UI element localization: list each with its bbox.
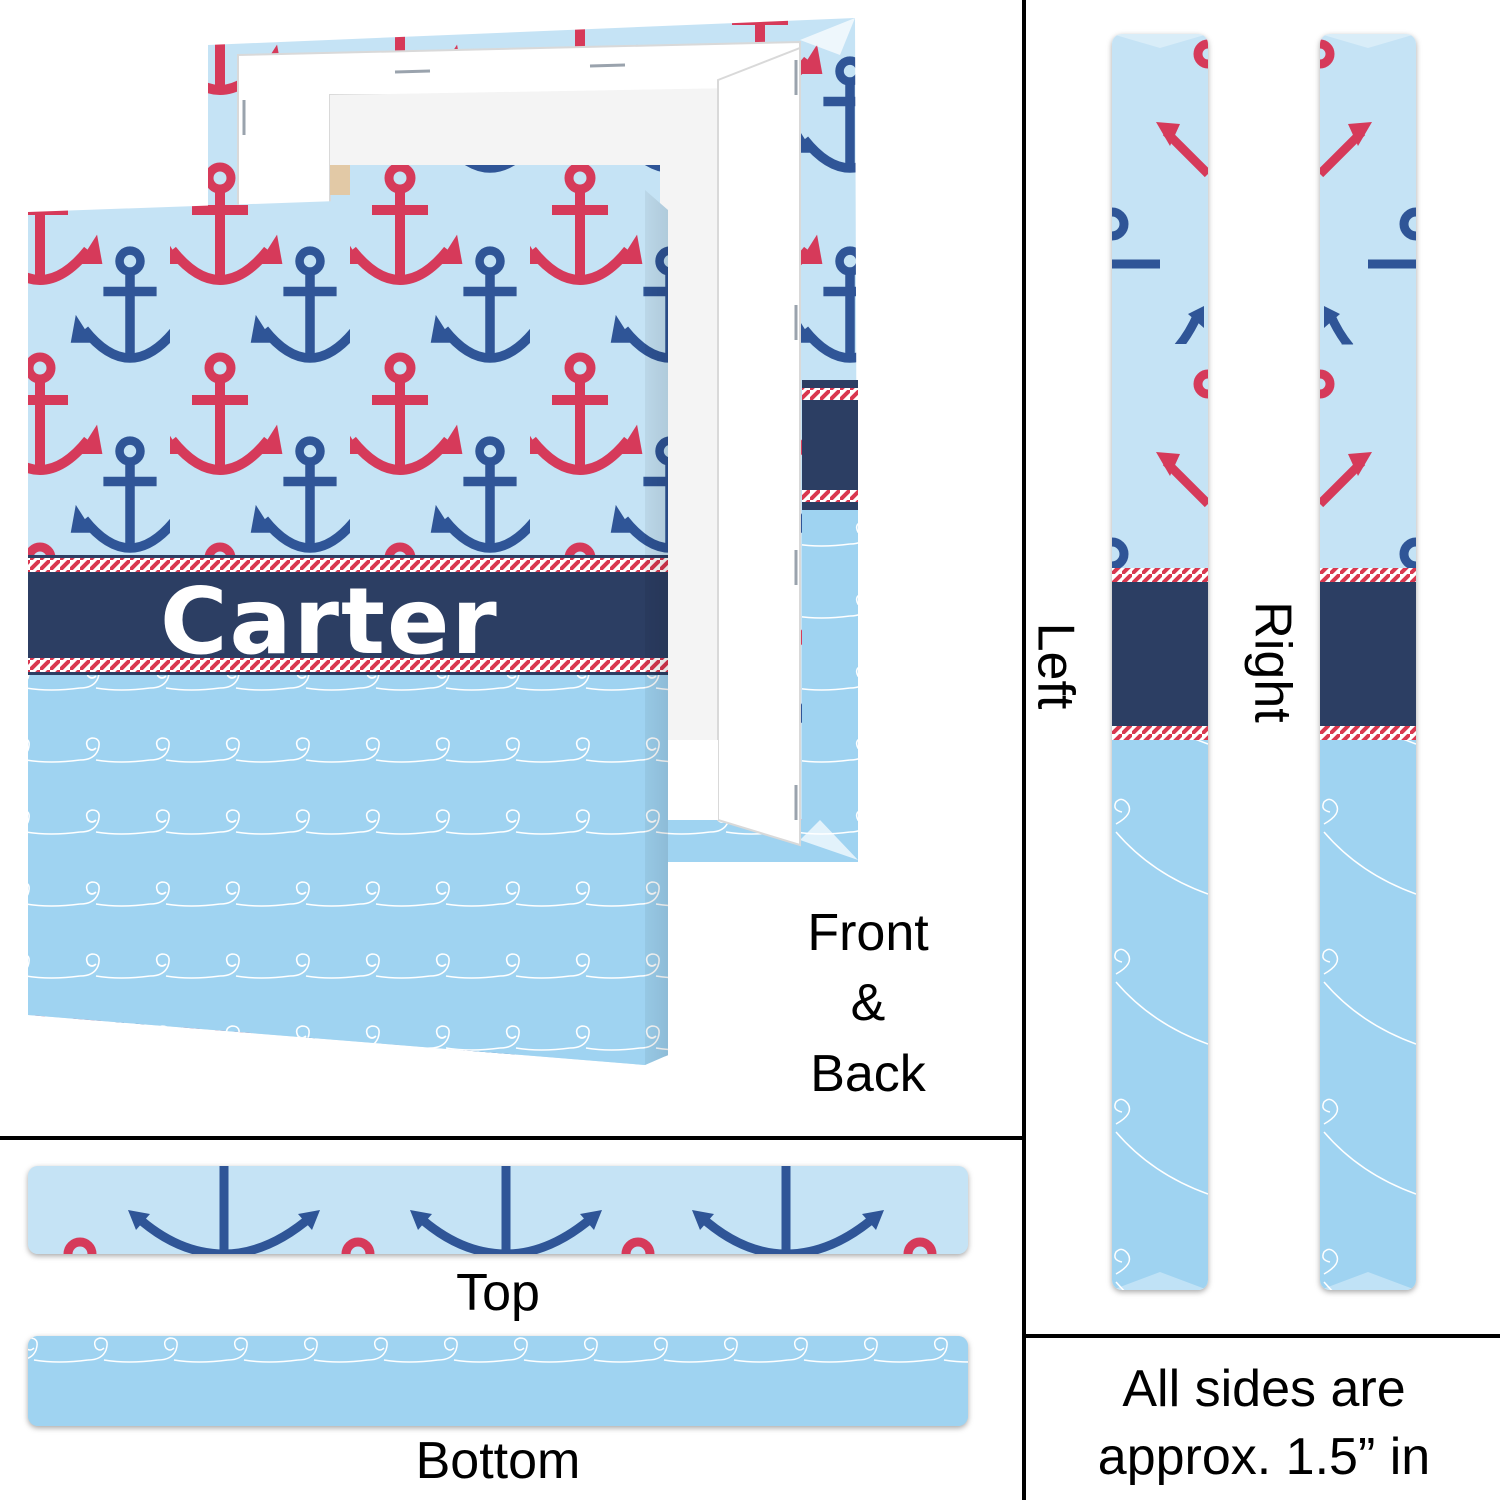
left-strip-pattern	[1112, 34, 1208, 1290]
front-label-line: Front	[807, 904, 929, 962]
back-label-line: Back	[810, 1044, 926, 1103]
bottom-label: Bottom	[415, 1432, 581, 1490]
vertical-divider	[1022, 0, 1026, 1500]
right-label: Right	[1243, 601, 1302, 723]
right-strip-pattern	[1320, 34, 1416, 1290]
right-side-strip	[1320, 34, 1416, 1290]
canvas-name-text: Carter	[160, 568, 499, 675]
canvas-illustration	[28, 18, 858, 1065]
top-label: Top	[456, 1264, 540, 1322]
horizontal-divider-left	[0, 1136, 1024, 1140]
sides-note: All sides are approx. 1.5” in	[1028, 1356, 1500, 1491]
sides-note-line2: approx. 1.5” in	[1097, 1427, 1431, 1486]
canvas-front	[28, 190, 668, 1065]
sides-note-line1: All sides are	[1122, 1360, 1406, 1418]
left-side-strip	[1112, 34, 1208, 1290]
bottom-strip-pattern	[28, 1336, 968, 1426]
front-back-label: Front & Back	[768, 902, 968, 1105]
top-strip-pattern	[28, 1166, 968, 1254]
bottom-side-strip	[28, 1336, 968, 1426]
left-label: Left	[1026, 622, 1085, 710]
ampersand-label-line: &	[850, 974, 886, 1033]
horizontal-divider-right	[1024, 1334, 1500, 1338]
top-side-strip	[28, 1166, 968, 1254]
